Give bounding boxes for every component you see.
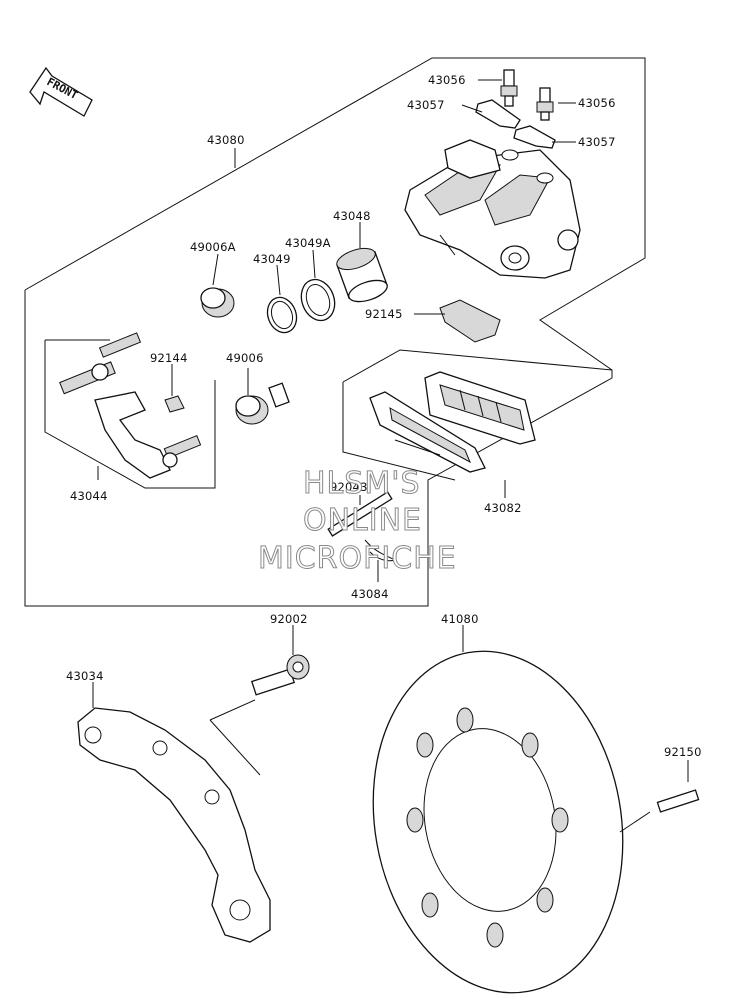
torque-bracket-43034 [77, 707, 271, 943]
label-43084: 43084 [351, 587, 389, 601]
bleeder-cap-left [475, 99, 521, 129]
pad-box-43082 [342, 349, 613, 383]
label-92145: 92145 [365, 307, 403, 321]
watermark-line-2: ONLINE [303, 503, 422, 538]
label-49006A: 49006A [190, 240, 236, 254]
label-43034: 43034 [66, 669, 104, 683]
screw-92150 [656, 789, 700, 813]
label-49006: 49006 [226, 351, 264, 365]
label-43057-left: 43057 [407, 98, 445, 112]
label-41080: 41080 [441, 612, 479, 626]
brake-pad-inner [424, 371, 536, 445]
label-43056-right: 43056 [578, 96, 616, 110]
label-92150: 92150 [664, 745, 702, 759]
label-43082: 43082 [484, 501, 522, 515]
watermark-line-3: MICROFICHE [258, 541, 457, 576]
label-43057-right: 43057 [578, 135, 616, 149]
anti-rattle-spring-92145 [439, 299, 501, 343]
label-92144: 92144 [150, 351, 188, 365]
caliper-bracket [59, 332, 202, 479]
bleeder-valve-left [500, 69, 518, 107]
boot-49006A [200, 287, 235, 318]
boot-49006 [235, 382, 290, 425]
label-43049A: 43049A [285, 236, 331, 250]
piston [336, 247, 388, 303]
pin-clip-43084 [364, 539, 397, 562]
bleeder-valve-right [536, 87, 554, 121]
label-43080: 43080 [207, 133, 245, 147]
caliper-body [404, 139, 581, 279]
spring-clip-92144 [164, 395, 185, 413]
leader-lines [92, 79, 689, 833]
pad-pin-92043 [327, 491, 393, 537]
label-43044: 43044 [70, 489, 108, 503]
label-43048: 43048 [333, 209, 371, 223]
label-43056-left: 43056 [428, 73, 466, 87]
label-92043: 92043 [330, 480, 368, 494]
watermark-line-1: HLSM'S [303, 466, 421, 501]
bracket-box-43044 [44, 340, 216, 489]
bleeder-cap-right [513, 125, 556, 149]
bolt-92002 [250, 654, 310, 696]
label-92002: 92002 [270, 612, 308, 626]
brake-pad-outer [369, 391, 486, 473]
front-arrow-icon: FRONT [29, 66, 93, 117]
label-43049: 43049 [253, 252, 291, 266]
brake-disc-41080 [372, 650, 624, 994]
